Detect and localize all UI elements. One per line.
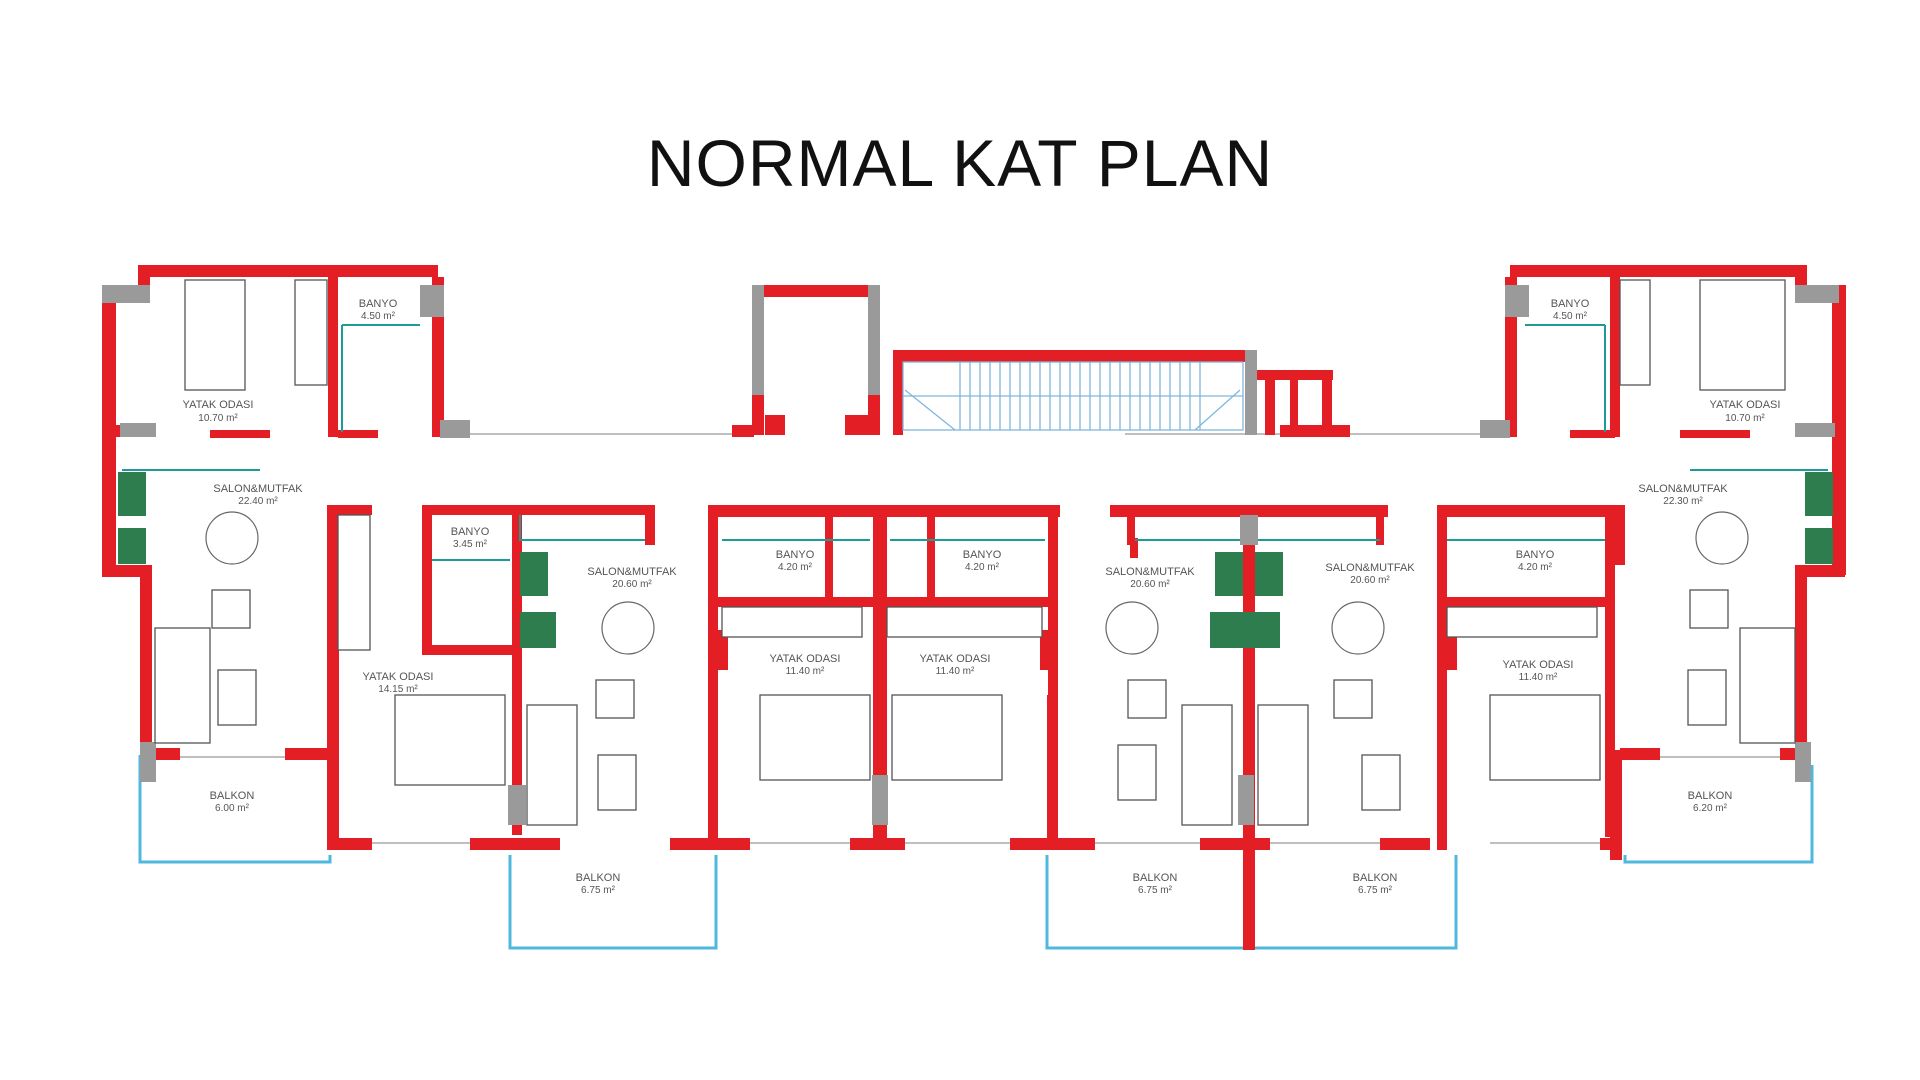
- room-name: BALKON: [210, 790, 255, 802]
- room-labels: YATAK ODASI 10.70 m² BANYO 4.50 m² SALON…: [183, 298, 1781, 896]
- room-area: 20.60 m²: [1130, 579, 1170, 590]
- room-name: BANYO: [1516, 549, 1555, 561]
- room-area: 22.40 m²: [238, 496, 278, 507]
- room-area: 4.20 m²: [965, 562, 1000, 573]
- room-area: 4.50 m²: [361, 311, 396, 322]
- room-name: BANYO: [776, 549, 815, 561]
- window-lines: [107, 300, 1843, 844]
- room-name: YATAK ODASI: [183, 399, 254, 411]
- room-area: 3.45 m²: [453, 539, 488, 550]
- room-area: 6.75 m²: [581, 885, 616, 896]
- room-name: YATAK ODASI: [920, 653, 991, 665]
- room-name: BANYO: [451, 526, 490, 538]
- room-area: 11.40 m²: [1519, 672, 1558, 683]
- room-name: BALKON: [1133, 872, 1178, 884]
- room-name: YATAK ODASI: [363, 671, 434, 683]
- staircase: [902, 361, 1244, 431]
- room-area: 4.20 m²: [1518, 562, 1553, 573]
- room-name: SALON&MUTFAK: [1105, 566, 1195, 578]
- room-name: SALON&MUTFAK: [587, 566, 677, 578]
- room-name: BALKON: [1353, 872, 1398, 884]
- room-area: 4.20 m²: [778, 562, 813, 573]
- room-area: 11.40 m²: [786, 666, 825, 677]
- furniture: [154, 279, 1796, 826]
- room-area: 4.50 m²: [1553, 311, 1588, 322]
- wet-area-lines: [122, 324, 1828, 561]
- room-name: BALKON: [1688, 790, 1733, 802]
- room-area: 10.70 m²: [1725, 413, 1765, 424]
- room-name: BANYO: [963, 549, 1002, 561]
- room-area: 14.15 m²: [378, 684, 418, 695]
- room-area: 6.75 m²: [1138, 885, 1173, 896]
- room-name: YATAK ODASI: [1503, 659, 1574, 671]
- room-area: 10.70 m²: [198, 413, 238, 424]
- room-name: SALON&MUTFAK: [1638, 483, 1728, 495]
- balcony-outlines: [138, 755, 1814, 950]
- columns: [102, 285, 1839, 825]
- room-name: BANYO: [1551, 298, 1590, 310]
- room-area: 6.75 m²: [1358, 885, 1393, 896]
- room-name: SALON&MUTFAK: [213, 483, 303, 495]
- room-name: BALKON: [576, 872, 621, 884]
- kitchen-counters: [118, 472, 1833, 648]
- room-area: 11.40 m²: [936, 666, 975, 677]
- room-name: YATAK ODASI: [1710, 399, 1781, 411]
- room-area: 20.60 m²: [612, 579, 652, 590]
- plan-title: NORMAL KAT PLAN: [646, 126, 1274, 200]
- room-area: 6.20 m²: [1693, 803, 1728, 814]
- room-area: 22.30 m²: [1663, 496, 1703, 507]
- room-name: YATAK ODASI: [770, 653, 841, 665]
- room-area: 20.60 m²: [1350, 575, 1390, 586]
- room-name: BANYO: [359, 298, 398, 310]
- room-area: 6.00 m²: [215, 803, 250, 814]
- room-name: SALON&MUTFAK: [1325, 562, 1415, 574]
